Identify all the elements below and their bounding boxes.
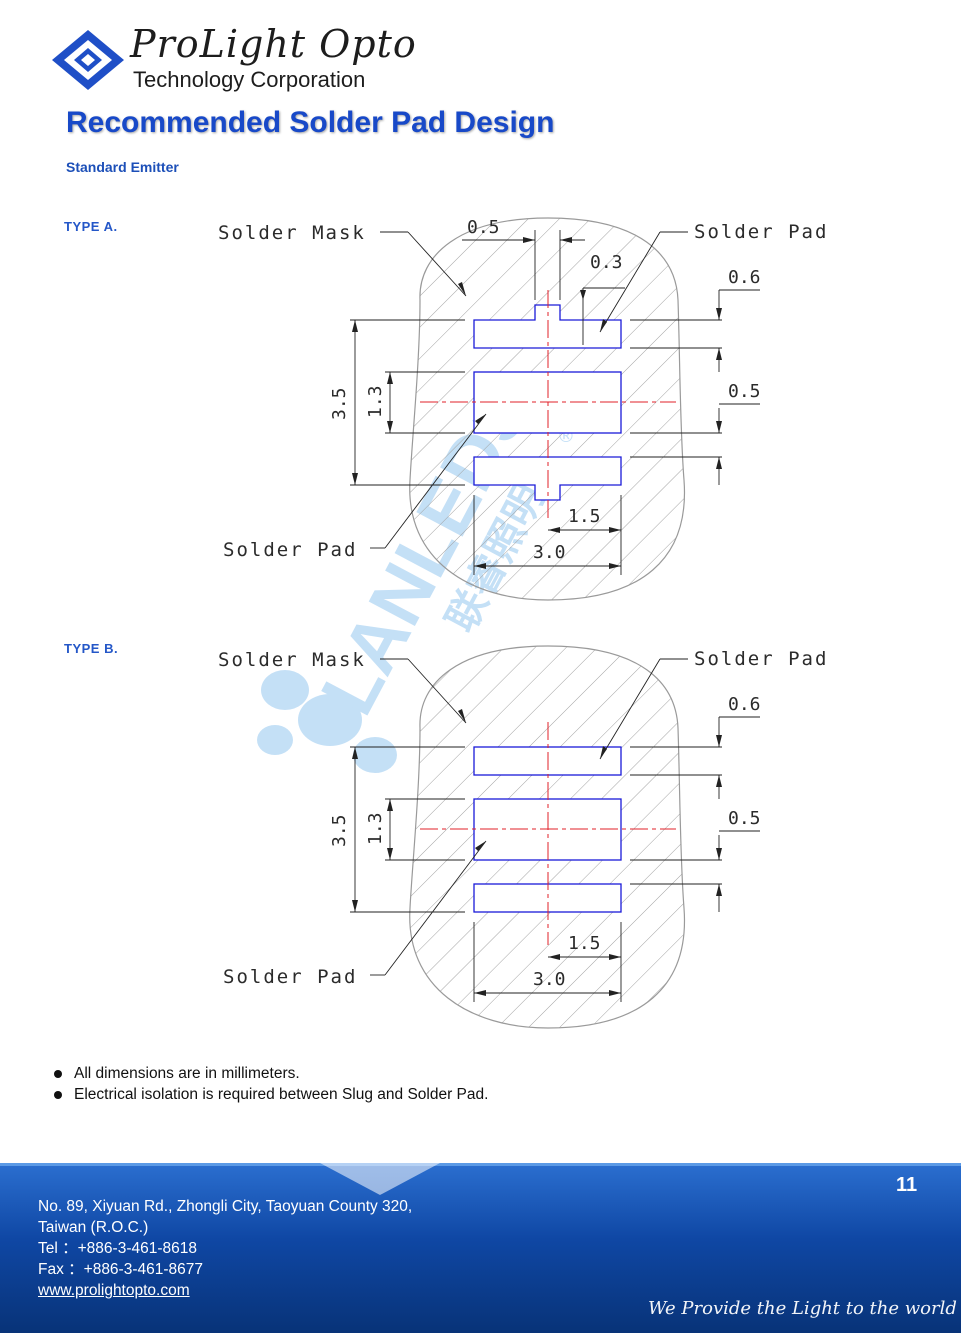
footer-stripe	[0, 1163, 961, 1166]
bullet-icon	[54, 1091, 62, 1099]
footer-chevron-icon	[320, 1163, 440, 1195]
type-a-drawing: Solder Mask Solder Pad Solder Pad 0.5 0.…	[218, 217, 828, 601]
type-b-dim-half-width: 1.5	[568, 933, 601, 954]
tel-line: Tel ：+886-3-461-8618	[38, 1240, 197, 1257]
address-line2: Taiwan (R.O.C.)	[38, 1219, 149, 1236]
type-b-dim-center-height: 1.3	[365, 812, 386, 845]
type-a-solder-mask-callout: Solder Mask	[218, 222, 366, 244]
type-a-dim-notch: 0.3	[590, 252, 623, 273]
type-b-drawing: Solder Mask Solder Pad Solder Pad 0.6 0.…	[218, 645, 828, 1029]
note-text: Electrical isolation is required between…	[74, 1086, 489, 1103]
website-link[interactable]: www.prolightopto.com	[38, 1282, 190, 1299]
type-b-dim-width: 3.0	[533, 969, 566, 990]
type-b-solder-mask-callout: Solder Mask	[218, 649, 366, 671]
company-logo-icon	[52, 30, 124, 90]
type-b-solder-pad-callout-top: Solder Pad	[694, 648, 828, 670]
footer-slogan: We Provide the Light to the world	[648, 1298, 957, 1319]
notes-list: All dimensions are in millimeters. Elect…	[52, 1063, 488, 1105]
type-a-label: TYPE A.	[64, 219, 118, 234]
type-b-label: TYPE B.	[64, 641, 119, 656]
type-a-solder-pad-callout-top: Solder Pad	[694, 221, 828, 243]
list-item: Electrical isolation is required between…	[52, 1084, 488, 1105]
list-item: All dimensions are in millimeters.	[52, 1063, 488, 1084]
fax-line: Fax ：+886-3-461-8677	[38, 1261, 204, 1278]
type-a-dim-center-height: 1.3	[365, 385, 386, 418]
type-a-dim-pad-height: 0.6	[728, 267, 761, 288]
type-b-dim-pad-height: 0.6	[728, 694, 761, 715]
address-line1: No. 89, Xiyuan Rd., Zhongli City, Taoyua…	[38, 1198, 413, 1215]
type-b-dim-center-gap: 0.5	[728, 808, 761, 829]
type-a-dim-center-gap: 0.5	[728, 381, 761, 402]
page-subtitle: Standard Emitter	[66, 159, 179, 175]
note-text: All dimensions are in millimeters.	[74, 1065, 300, 1082]
type-a-dim-half-width: 1.5	[568, 506, 601, 527]
footer-band	[0, 1163, 961, 1333]
page-title: Recommended Solder Pad Design	[66, 106, 555, 139]
page-number: 11	[896, 1174, 918, 1196]
type-a-solder-pad-callout-bottom: Solder Pad	[223, 539, 357, 561]
type-a-dim-width: 3.0	[533, 542, 566, 563]
brand-company-line: Technology Corporation	[133, 67, 366, 92]
type-b-solder-pad-callout-bottom: Solder Pad	[223, 966, 357, 988]
type-b-dim-overall-height: 3.5	[329, 814, 350, 847]
footer-address: No. 89, Xiyuan Rd., Zhongli City, Taoyua…	[38, 1196, 412, 1301]
type-a-dim-gap-top: 0.5	[467, 217, 500, 238]
bullet-icon	[54, 1070, 62, 1078]
type-a-dim-overall-height: 3.5	[329, 387, 350, 420]
brand-script-name: ProLight Opto	[130, 22, 417, 66]
